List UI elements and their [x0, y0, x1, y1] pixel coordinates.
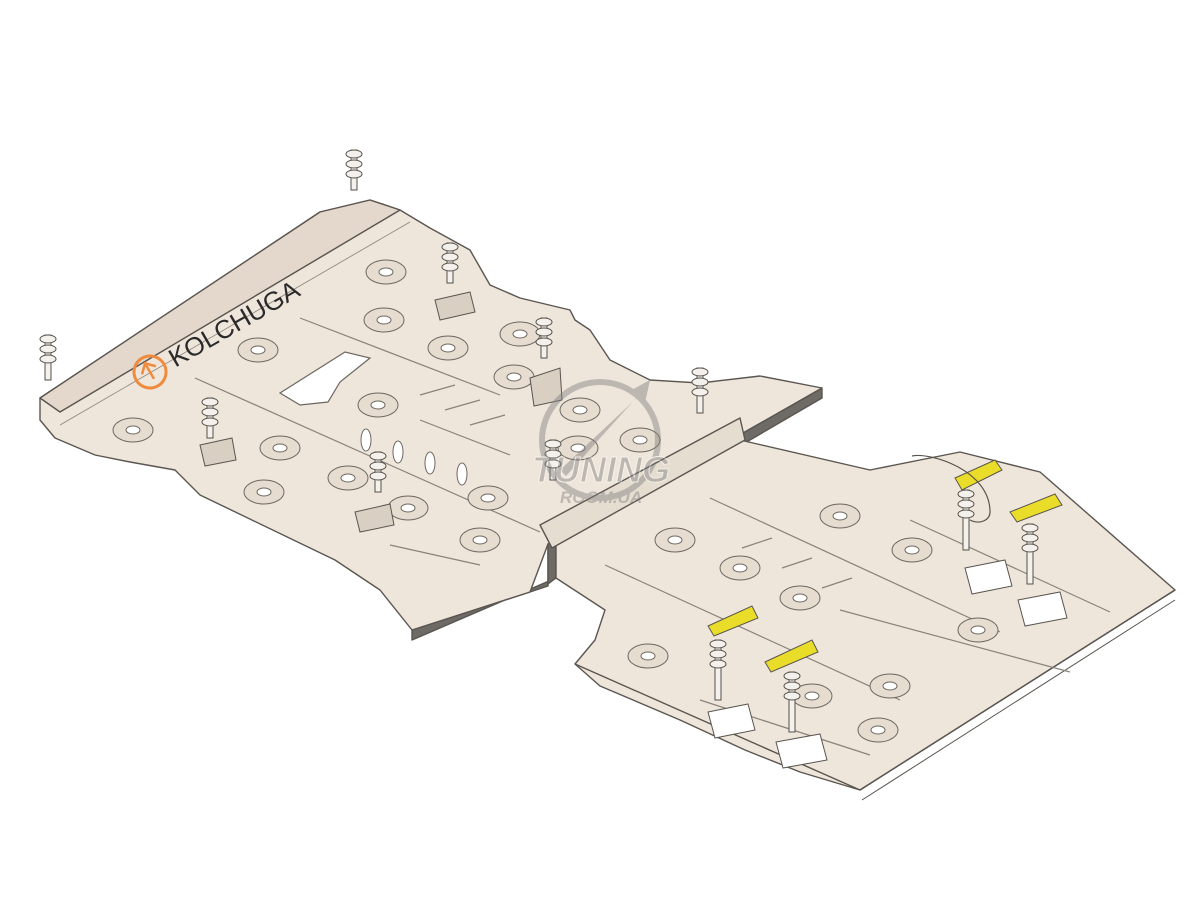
- embossed-hole: [243, 479, 285, 505]
- bolt-washer-set: [544, 439, 562, 481]
- embossed-hole: [791, 683, 833, 709]
- embossed-hole: [719, 555, 761, 581]
- embossed-hole: [459, 527, 501, 553]
- embossed-hole: [467, 485, 509, 511]
- bolt-washer-set: [783, 671, 801, 733]
- plate-joint: [539, 417, 746, 549]
- embossed-hole: [891, 537, 933, 563]
- clip-rod: [911, 454, 991, 523]
- bolt-washer-set: [1021, 523, 1039, 585]
- embossed-hole: [387, 495, 429, 521]
- embossed-hole: [819, 503, 861, 529]
- front-plate-slots: [360, 428, 468, 486]
- rear-plate-holes: [627, 503, 999, 743]
- embossed-hole: [557, 435, 599, 461]
- front-plate-holes: [112, 259, 661, 553]
- embossed-hole: [627, 643, 669, 669]
- watermark-main-text: TUNING: [532, 449, 670, 490]
- rear-plate-mount-pads: [707, 559, 1068, 769]
- embossed-hole: [237, 337, 279, 363]
- kolchuga-emblem-icon: [132, 354, 168, 390]
- embossed-hole: [499, 321, 541, 347]
- embossed-hole: [493, 364, 535, 390]
- watermark-arrow-icon: [560, 380, 650, 476]
- yellow-clip: [954, 459, 1003, 491]
- bolt-washer-set: [709, 639, 727, 701]
- embossed-hole: [869, 673, 911, 699]
- front-plate-cutout: [278, 351, 372, 406]
- bolt-washer-set: [201, 397, 219, 439]
- front-plate-flange: [39, 199, 401, 413]
- embossed-hole: [957, 617, 999, 643]
- tuning-room-watermark: TUNING ROOM.UA: [532, 379, 671, 507]
- yellow-clip: [707, 605, 759, 637]
- yellow-clip: [1009, 493, 1063, 523]
- bolt-washer-set: [957, 489, 975, 551]
- embossed-hole: [365, 259, 407, 285]
- bolt-washer-set: [691, 367, 709, 414]
- embossed-hole: [357, 392, 399, 418]
- embossed-hole: [559, 397, 601, 423]
- embossed-hole: [857, 717, 899, 743]
- embossed-hole: [619, 427, 661, 453]
- embossed-hole: [779, 585, 821, 611]
- embossed-hole: [654, 527, 696, 553]
- watermark-circle-icon: [539, 379, 661, 501]
- bolt-washer-sets: [39, 149, 1039, 733]
- yellow-clip: [764, 639, 819, 673]
- embossed-hole: [112, 417, 154, 443]
- embossed-hole: [427, 335, 469, 361]
- rear-plate-top: [555, 439, 1176, 791]
- bolt-washer-set: [369, 451, 387, 493]
- watermark-sub-text: ROOM.UA: [560, 488, 642, 507]
- bolt-washer-set: [345, 149, 363, 191]
- embossed-hole: [363, 307, 405, 333]
- yellow-mounting-clips: [707, 454, 1063, 673]
- bolt-washer-set: [535, 317, 553, 359]
- embossed-hole: [327, 465, 369, 491]
- bolt-washer-set: [441, 242, 459, 284]
- front-plate-brackets: [199, 291, 563, 533]
- embossed-hole: [259, 435, 301, 461]
- rear-skid-plate: [539, 417, 1176, 801]
- bolt-washer-set: [39, 334, 57, 381]
